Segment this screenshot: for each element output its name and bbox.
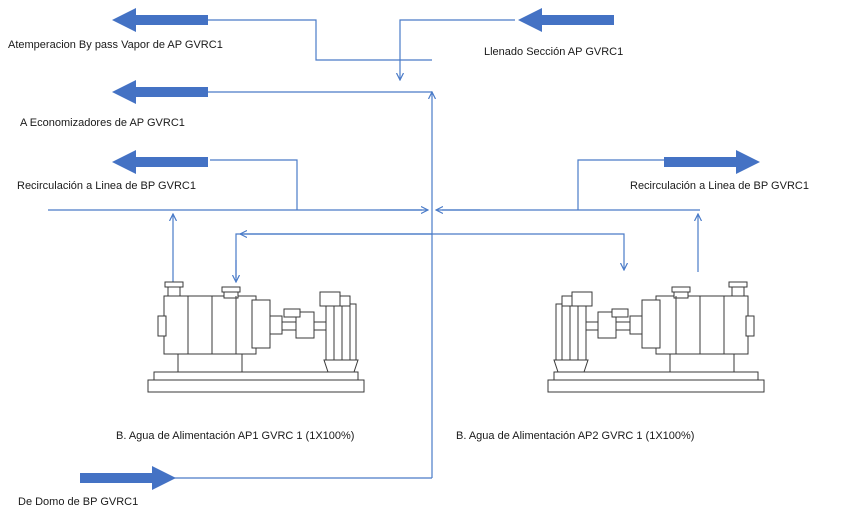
label-llenado: Llenado Sección AP GVRC1 [484, 46, 624, 58]
pipe-llenado-branch [400, 19, 515, 80]
equipment-group [147, 281, 765, 393]
pump-skid-ap2 [547, 281, 765, 393]
flow-arrow-recirc-right [664, 150, 760, 174]
flow-arrow-llenado [518, 8, 614, 32]
pump-skid-ap1 [147, 281, 365, 393]
label-recirculacion-left: Recirculación a Linea de BP GVRC1 [17, 180, 196, 192]
label-economizadores: A Economizadores de AP GVRC1 [20, 117, 185, 129]
flow-arrow-economizadores [112, 80, 208, 104]
pipe-recirc-left-branch [210, 159, 298, 210]
piping-network [48, 19, 700, 479]
label-pump-ap1: B. Agua de Alimentación AP1 GVRC 1 (1X10… [116, 430, 355, 442]
label-pump-ap2: B. Agua de Alimentación AP2 GVRC 1 (1X10… [456, 430, 695, 442]
pipe-suction-header [235, 233, 624, 278]
label-domo-bp: De Domo de BP GVRC1 [18, 496, 139, 508]
flow-arrow-domo-bp [80, 466, 176, 490]
flow-arrow-recirc-left [112, 150, 208, 174]
label-recirculacion-right: Recirculación a Linea de BP GVRC1 [630, 180, 809, 192]
flow-arrows [80, 8, 760, 490]
pipe-atemperacion-branch [208, 19, 432, 61]
flow-arrow-atemperacion [112, 8, 208, 32]
label-atemperacion: Atemperacion By pass Vapor de AP GVRC1 [8, 39, 223, 51]
pipe-recirc-right-branch [577, 159, 668, 210]
